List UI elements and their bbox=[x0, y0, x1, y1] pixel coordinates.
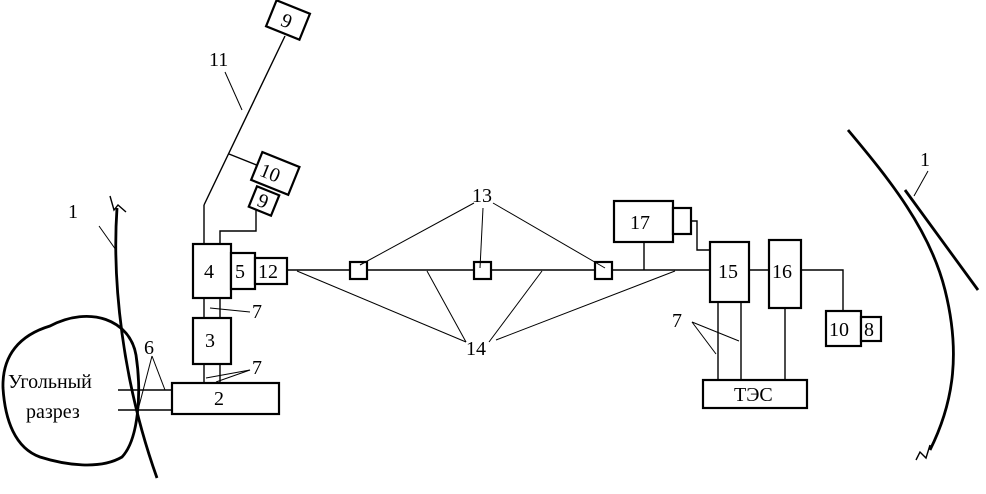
coal-pit-line1: Угольный bbox=[8, 371, 92, 393]
label-13: 13 bbox=[472, 185, 492, 207]
conveyor-7-right: 7 bbox=[672, 302, 786, 380]
pipeline bbox=[287, 260, 710, 281]
box-9-top: 9 bbox=[264, 0, 312, 42]
railway-left: 1 bbox=[68, 195, 159, 479]
label-2: 2 bbox=[214, 388, 224, 410]
box-10-right: 10 bbox=[824, 309, 863, 348]
coal-pit-line2: разрез bbox=[26, 401, 80, 423]
label-7-lower: 7 bbox=[252, 357, 262, 379]
label-16: 16 bbox=[772, 261, 792, 283]
box-5: 5 bbox=[229, 251, 257, 291]
label-4: 4 bbox=[204, 261, 214, 283]
conveyor-7-upper: 7 bbox=[203, 298, 262, 323]
railway-right: 1 bbox=[846, 129, 980, 461]
station-13-c bbox=[593, 260, 614, 281]
box-9-mid: 9 bbox=[247, 184, 281, 218]
label-7-right: 7 bbox=[672, 310, 682, 332]
coal-pit: Угольный разрез bbox=[1, 315, 141, 467]
label-7-upper: 7 bbox=[252, 301, 262, 323]
conveyor-6: 6 bbox=[118, 337, 172, 411]
box-4: 4 bbox=[191, 242, 233, 300]
label-1-right: 1 bbox=[920, 149, 930, 171]
leaders-14: 14 bbox=[296, 270, 676, 360]
box-2: 2 bbox=[170, 381, 281, 416]
box-16: 16 bbox=[767, 238, 803, 310]
station-13-b bbox=[472, 260, 493, 281]
label-17: 17 bbox=[630, 212, 650, 234]
box-tes: ТЭС bbox=[701, 378, 809, 410]
box-12: 12 bbox=[253, 256, 289, 286]
label-6: 6 bbox=[144, 337, 154, 359]
conveyor-7-lower: 7 bbox=[203, 357, 262, 383]
label-5: 5 bbox=[235, 261, 245, 283]
link-16-10 bbox=[801, 269, 844, 311]
label-15: 15 bbox=[718, 261, 738, 283]
label-tes: ТЭС bbox=[734, 384, 773, 406]
box-17: 17 bbox=[612, 199, 710, 270]
box-8: 8 bbox=[859, 315, 883, 343]
label-12: 12 bbox=[258, 261, 278, 283]
leaders-13: 13 bbox=[359, 185, 606, 269]
box-15: 15 bbox=[708, 240, 751, 304]
label-8: 8 bbox=[864, 319, 874, 341]
label-10-right: 10 bbox=[829, 319, 849, 341]
label-3: 3 bbox=[205, 330, 215, 352]
label-1-left: 1 bbox=[68, 201, 78, 223]
line-11: 11 bbox=[203, 35, 286, 244]
label-11: 11 bbox=[209, 49, 228, 71]
box-10-upper: 10 bbox=[249, 150, 301, 197]
station-13-a bbox=[348, 260, 369, 281]
box-3: 3 bbox=[191, 316, 233, 366]
label-14: 14 bbox=[466, 338, 486, 360]
